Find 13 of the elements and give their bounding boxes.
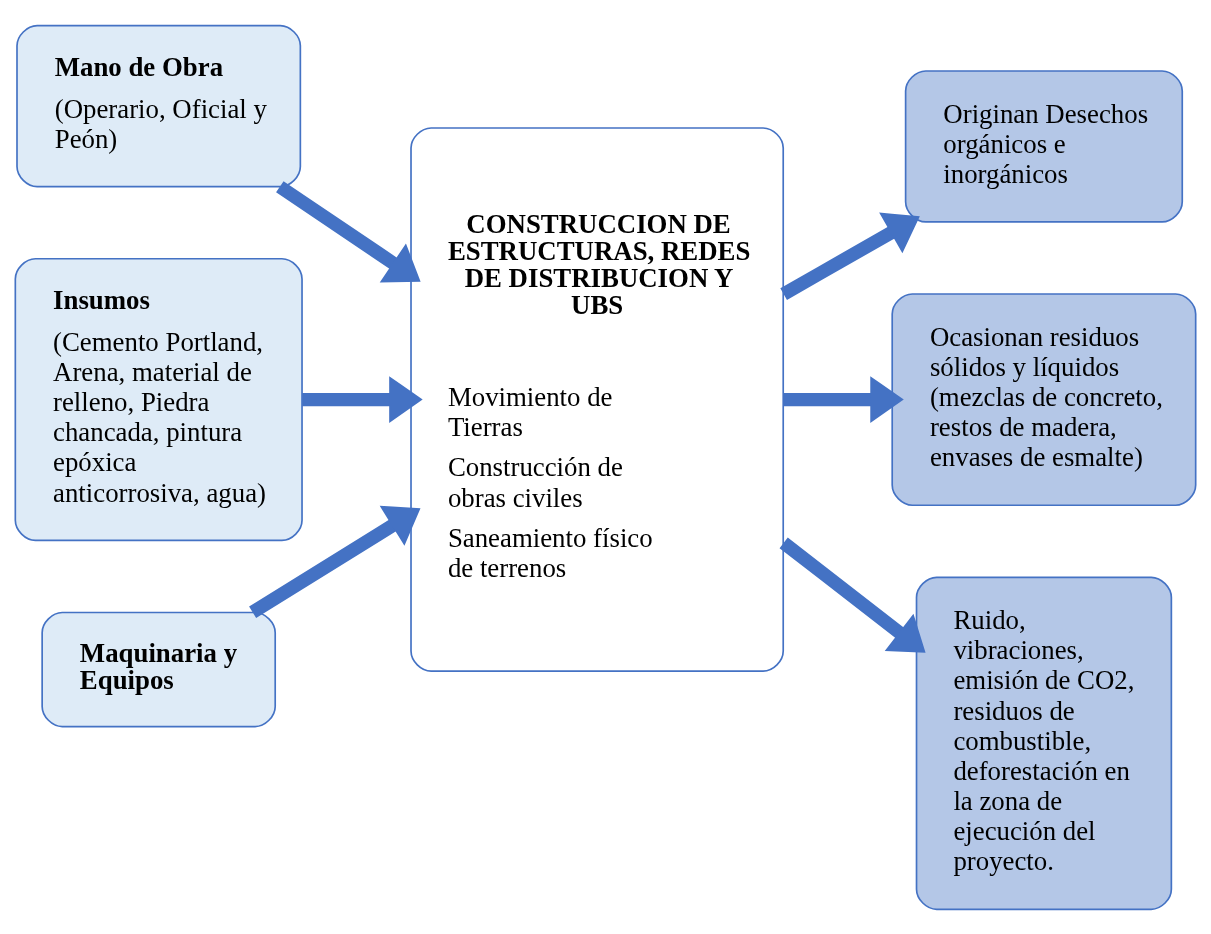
- arrow: [249, 505, 421, 618]
- arrow: [276, 180, 421, 282]
- node-box: Insumos (Cemento Portland, Arena, material de relleno, Piedra chancada, pintura epóxica anticorrosiva, agua): [14, 257, 303, 541]
- arrow: [779, 537, 926, 653]
- arrow: [780, 212, 920, 300]
- node-box: Originan Desechos orgánicos e inorgánicos: [904, 69, 1184, 223]
- node-box: Ruido, vibraciones, emisión de CO2, residuos de combustible, deforestación en la zona de ejecución del proyecto.: [915, 576, 1173, 910]
- arrow: [783, 375, 904, 423]
- node-box: Mano de Obra (Operario, Oficial y Peón): [16, 24, 302, 187]
- node-box: Ocasionan residuos sólidos y líquidos (mezclas de concreto, restos de madera, envases de esmalte): [891, 292, 1197, 506]
- node-box: CONSTRUCCION DE ESTRUCTURAS, REDES DE DISTRIBUCION Y UBS Movimiento de Tierras Construcción de obras civiles Saneamiento físico de terrenos: [410, 126, 785, 672]
- node-box: Maquinaria y Equipos: [41, 611, 277, 727]
- arrow: [302, 375, 423, 423]
